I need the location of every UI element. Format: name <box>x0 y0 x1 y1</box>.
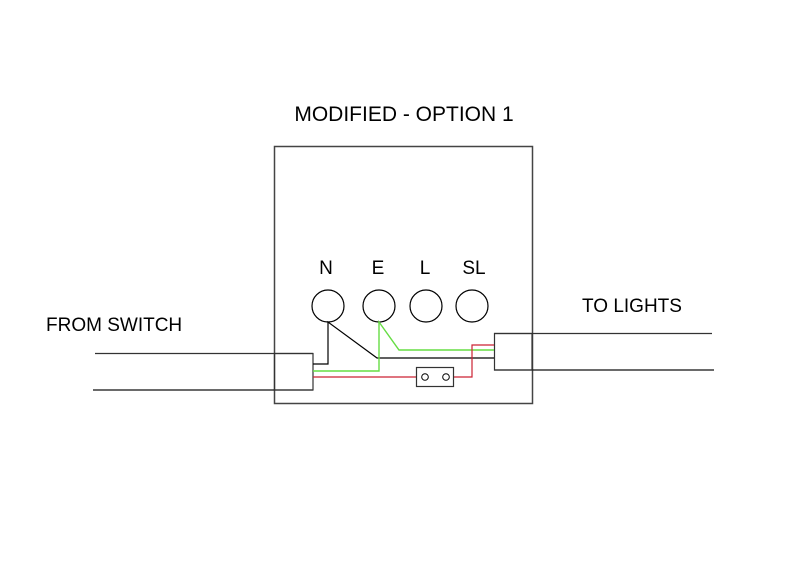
terminal-e <box>362 289 396 323</box>
connector-screw-left <box>421 373 429 381</box>
terminal-n <box>311 289 345 323</box>
terminal-sl <box>455 289 489 323</box>
earth-wire <box>313 319 494 372</box>
terminal-label-l: L <box>420 258 431 279</box>
connector-block <box>415 366 455 388</box>
from-switch-label: FROM SWITCH <box>46 315 182 336</box>
terminal-label-sl: SL <box>462 258 485 279</box>
terminal-label-n: N <box>319 258 333 279</box>
connector-screw-right <box>442 373 450 381</box>
terminal-l <box>409 289 443 323</box>
to-lights-label: TO LIGHTS <box>582 296 682 317</box>
diagram-title: MODIFIED - OPTION 1 <box>294 103 513 126</box>
terminal-label-e: E <box>372 258 385 279</box>
switch-cable-connector <box>273 352 314 391</box>
junction-box <box>273 145 534 405</box>
lights-cable-connector <box>493 332 533 371</box>
live-wire-right <box>454 344 494 378</box>
neutral-wire <box>313 320 494 365</box>
